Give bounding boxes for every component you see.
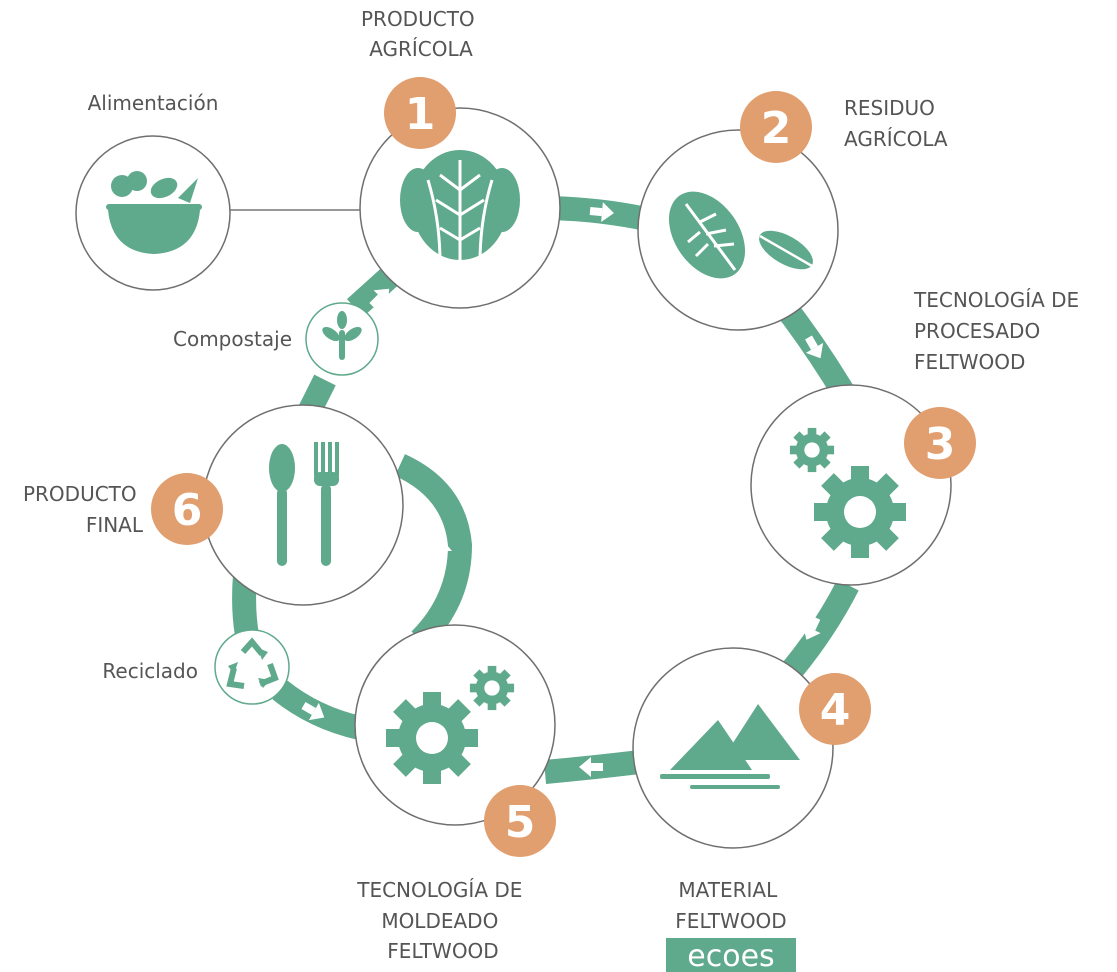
stage-4-badge: 4 <box>799 673 871 745</box>
stage-4-node <box>632 647 834 849</box>
recycling-label: Reciclado <box>102 659 198 683</box>
stage-3-node <box>750 384 952 586</box>
stage-labels: PRODUCTO AGRÍCOLA RESIDUO AGRÍCOLA TECNO… <box>23 7 1086 963</box>
feeding-node <box>75 135 231 291</box>
svg-text:3: 3 <box>925 419 956 470</box>
flow-band-5-to-6 <box>394 454 473 649</box>
recycling-node <box>214 629 290 705</box>
stage-6-label: PRODUCTO FINAL <box>23 482 144 537</box>
svg-text:5: 5 <box>505 797 536 848</box>
stage-6-badge: 6 <box>151 473 223 545</box>
flow-band-3-to-4 <box>782 579 859 678</box>
svg-text:ecoes: ecoes <box>687 939 774 972</box>
leaves-icon <box>668 191 813 279</box>
stage-3-label: TECNOLOGÍA DE PROCESADO FELTWOOD <box>913 288 1086 374</box>
feeding-label: Alimentación <box>88 91 219 115</box>
svg-text:1: 1 <box>405 89 436 140</box>
stage-3-badge: 3 <box>904 407 976 479</box>
lettuce-icon <box>400 150 520 263</box>
cutlery-icon <box>269 442 339 566</box>
stage-1-node <box>359 107 561 309</box>
brand-logo: ecoes <box>666 938 796 972</box>
svg-text:6: 6 <box>172 485 203 536</box>
number-badges: 1 2 3 4 5 6 <box>151 77 976 857</box>
stage-4-label: MATERIAL FELTWOOD <box>675 878 786 933</box>
stage-5-label: TECNOLOGÍA DE MOLDEADO FELTWOOD <box>356 878 529 963</box>
stage-1-label: PRODUCTO AGRÍCOLA <box>361 7 481 61</box>
svg-text:4: 4 <box>820 685 851 736</box>
composting-node <box>305 302 379 376</box>
material-pile-icon <box>660 704 800 789</box>
stage-1-badge: 1 <box>384 77 456 149</box>
sprout-icon <box>322 311 362 360</box>
stage-5-node <box>354 624 556 826</box>
stage-5-badge: 5 <box>484 785 556 857</box>
salad-bowl-icon <box>106 171 202 254</box>
svg-text:2: 2 <box>761 103 792 154</box>
stage-6-node <box>202 404 404 606</box>
stage-2-node <box>637 129 839 331</box>
stage-2-label: RESIDUO AGRÍCOLA <box>844 96 948 151</box>
stage-2-badge: 2 <box>740 91 812 163</box>
composting-label: Compostaje <box>173 327 292 351</box>
